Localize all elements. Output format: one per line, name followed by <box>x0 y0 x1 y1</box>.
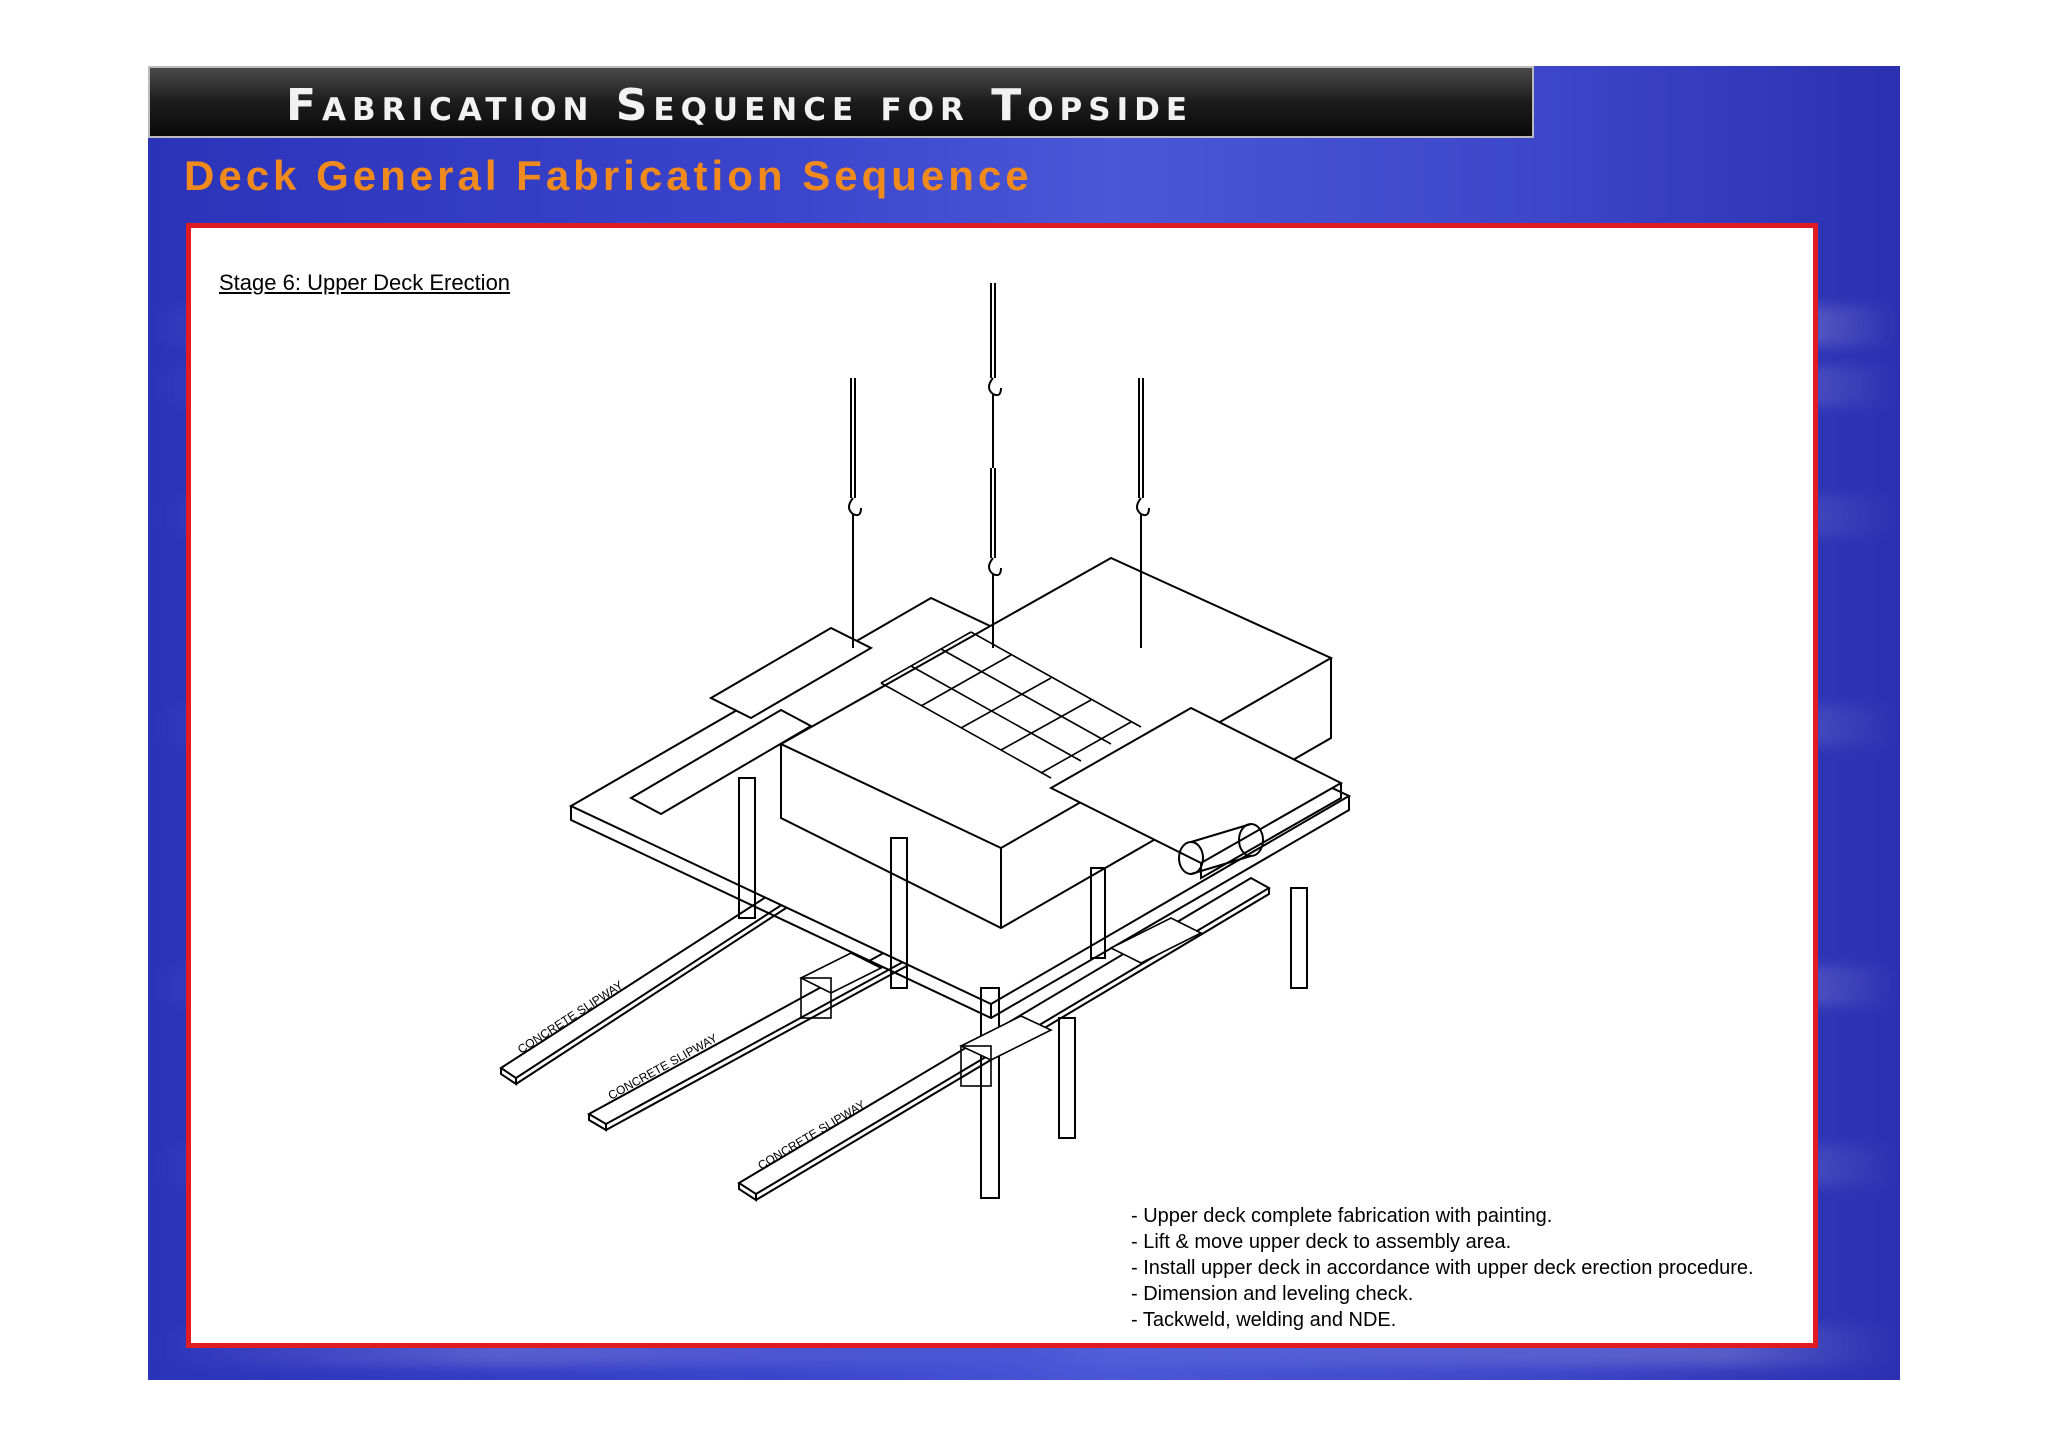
crane-rigging <box>848 283 1150 648</box>
note-item: - Tackweld, welding and NDE. <box>1131 1309 1397 1331</box>
isometric-deck-drawing: CONCRETE SLIPWAY CONCRETE SLIPWAY CONCRE… <box>499 283 1352 1202</box>
note-item: - Dimension and leveling check. <box>1131 1283 1414 1305</box>
title-bar: Fabrication Sequence for Topside <box>148 66 1534 138</box>
note-item: - Lift & move upper deck to assembly are… <box>1131 1231 1512 1253</box>
columns <box>738 777 1308 1199</box>
notes-list: - Upper deck complete fabrication with p… <box>1131 1203 1754 1333</box>
drawing-frame: Stage 6: Upper Deck Erection <box>186 223 1818 1348</box>
support-blocks <box>799 917 1203 1087</box>
vessel-tank <box>1178 823 1264 875</box>
slide-title: Fabrication Sequence for Topside <box>286 80 1194 131</box>
slide-subtitle: Deck General Fabrication Sequence <box>184 152 1033 199</box>
note-item: - Install upper deck in accordance with … <box>1131 1257 1754 1279</box>
stage-label: Stage 6: Upper Deck Erection <box>219 270 511 295</box>
deck-grid <box>880 631 1142 779</box>
note-item: - Upper deck complete fabrication with p… <box>1131 1205 1553 1227</box>
